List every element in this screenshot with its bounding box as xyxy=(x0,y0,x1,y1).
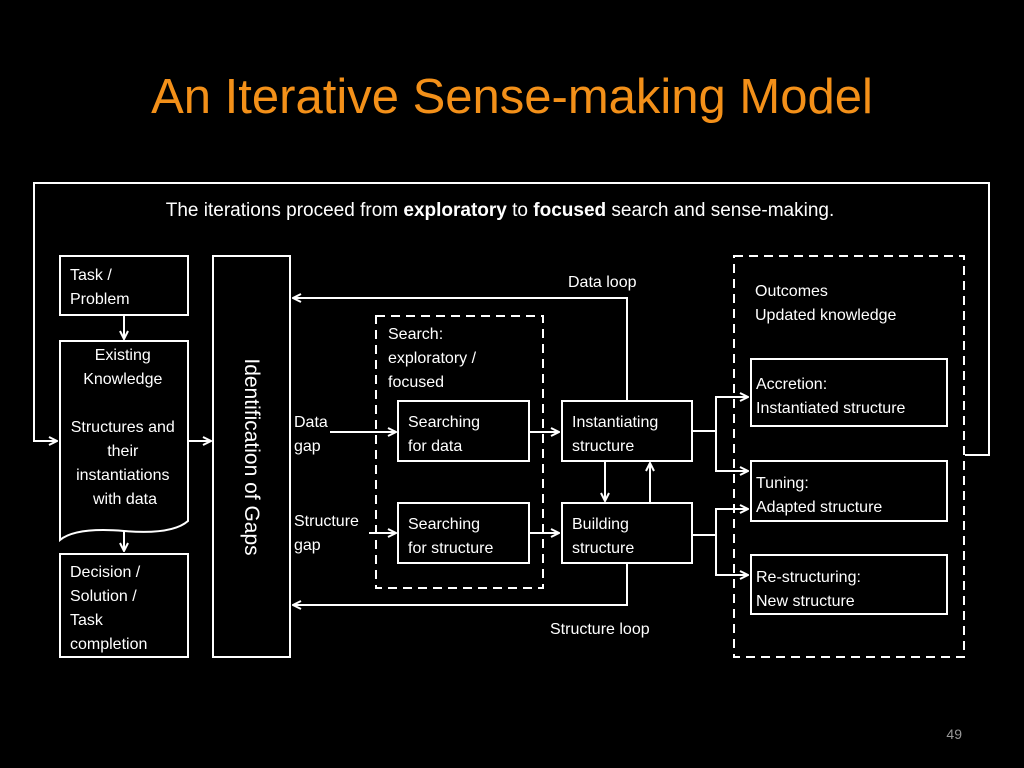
search-container xyxy=(375,315,544,589)
building-to-restructuring-arrow xyxy=(715,535,748,575)
data-loop-label: Data loop xyxy=(568,274,637,291)
identification-of-gaps-label: Identification of Gaps xyxy=(240,358,263,555)
data-gap-label: Data gap xyxy=(294,414,332,455)
structure-loop-label: Structure loop xyxy=(550,621,650,638)
instantiating-to-accretion-arrow xyxy=(692,397,748,432)
instantiating-structure-box xyxy=(561,400,693,462)
slide-title: An Iterative Sense-making Model xyxy=(151,70,873,124)
structure-gap-label: Structure gap xyxy=(294,513,363,554)
tuning-box xyxy=(750,460,948,522)
searching-for-data-label: Searching for data xyxy=(408,414,485,455)
outcomes-header: Outcomes Updated knowledge xyxy=(755,283,897,324)
outer-feedback-loop xyxy=(33,182,990,456)
data-loop-arrow xyxy=(293,298,628,401)
searching-for-structure-label: Searching for structure xyxy=(408,516,493,557)
task-problem-box xyxy=(59,255,189,316)
decision-label: Decision / Solution / Task completion xyxy=(70,564,147,653)
building-to-tuning-arrow xyxy=(692,509,748,536)
tuning-label: Tuning: Adapted structure xyxy=(756,475,882,516)
accretion-label: Accretion: Instantiated structure xyxy=(756,376,906,417)
decision-box xyxy=(59,553,189,658)
instantiating-structure-label: Instantiating structure xyxy=(572,414,663,455)
task-problem-label: Task / Problem xyxy=(70,267,130,308)
search-label: Search: exploratory / focused xyxy=(388,326,481,391)
building-structure-label: Building structure xyxy=(572,516,634,557)
identification-of-gaps-box xyxy=(212,255,291,658)
accretion-box xyxy=(750,358,948,427)
existing-knowledge-label: Existing Knowledge Structures and their … xyxy=(71,347,180,508)
restructuring-box xyxy=(750,554,948,615)
structure-loop-arrow xyxy=(293,563,628,605)
searching-for-data-box xyxy=(397,400,530,462)
page-number: 49 xyxy=(946,726,962,742)
instantiating-to-tuning-arrow xyxy=(715,431,748,471)
subtitle: The iterations proceed from exploratory … xyxy=(166,200,835,221)
restructuring-label: Re-structuring: New structure xyxy=(756,569,865,610)
